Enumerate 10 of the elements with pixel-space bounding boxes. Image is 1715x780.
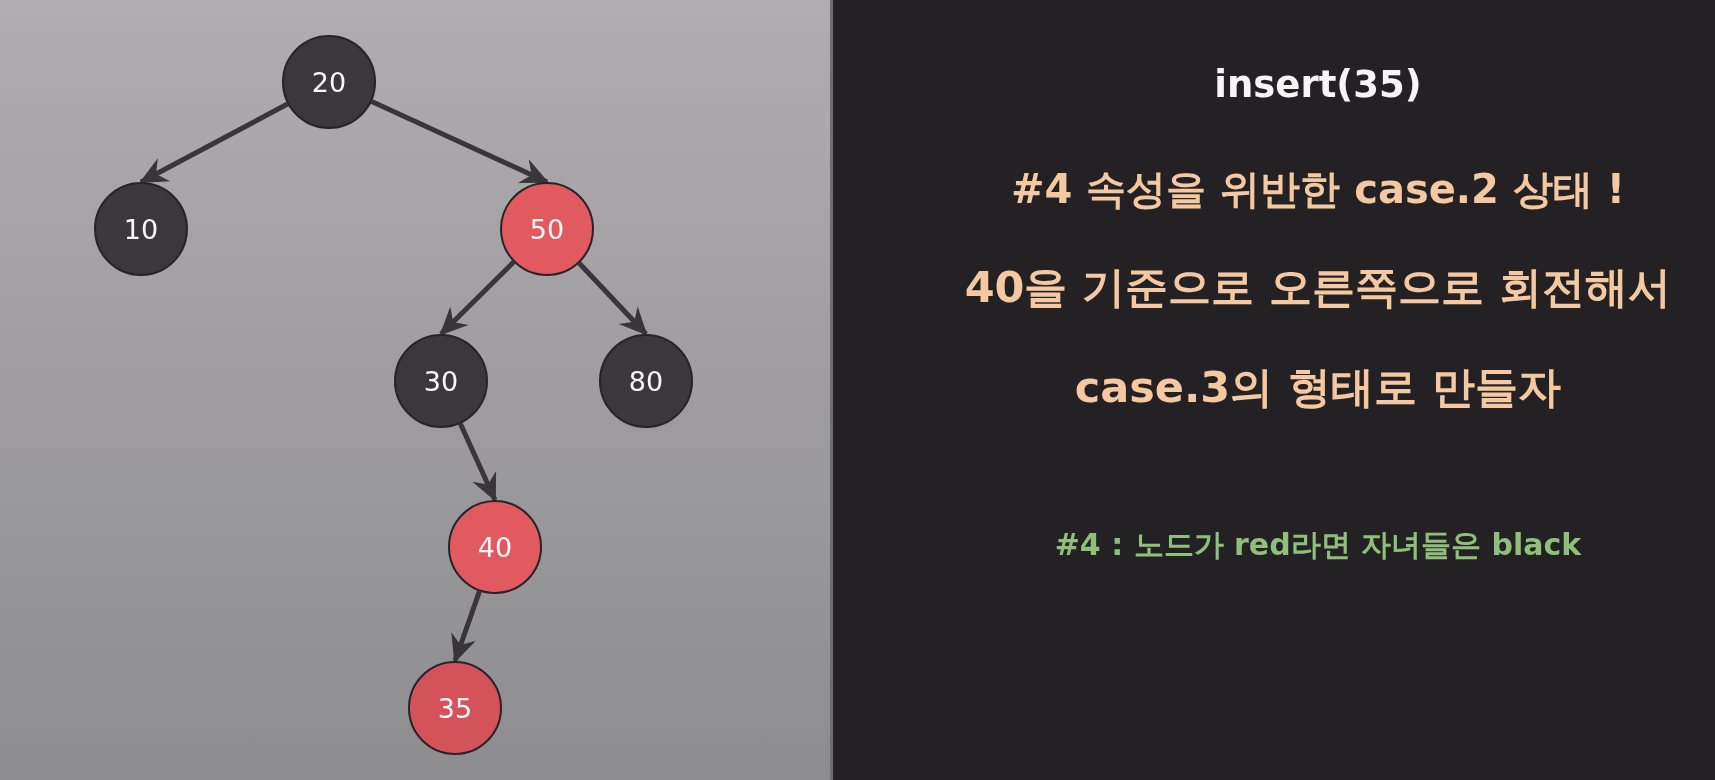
rule-note: #4 : 노드가 red라면 자녀들은 black [1053,526,1583,564]
arrow [577,261,648,336]
arrow [458,422,498,502]
arrow [139,101,289,185]
arrow [370,99,549,185]
explanation-text: 40을 기준으로 오른쪽으로 회전해서 case.3의 형태로 만들자 [963,261,1673,414]
arrow [439,260,516,336]
title: insert(35) [1213,62,1423,108]
arrow [451,590,482,663]
heading-note: #4 속성을 위반한 case.2 상태 ! [1010,165,1626,214]
